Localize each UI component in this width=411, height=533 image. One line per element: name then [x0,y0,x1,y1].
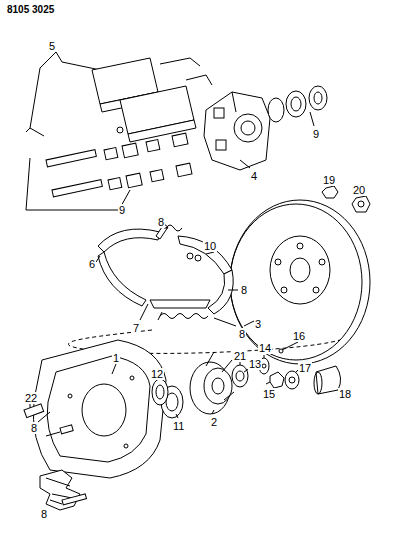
callout-number: 9 [312,128,320,140]
callout-number: 17 [298,362,312,374]
callout-number: 22 [24,392,38,404]
callout-number: 8 [30,422,38,434]
drawing-number: 8105 3025 [6,4,55,16]
callout-number: 13 [248,358,262,370]
callout-number: 10 [203,240,217,252]
callout-number: 8 [40,508,48,520]
callout-number: 14 [258,342,272,354]
callout-number: 15 [262,388,276,400]
callout-number: 18 [338,388,352,400]
callout-number: 8 [238,328,246,340]
callout-number: 8 [157,216,165,228]
callout-number: 4 [250,170,258,182]
callout-number: 19 [322,174,336,186]
callout-number: 5 [48,40,56,52]
callout-number: 1 [112,352,120,364]
callout-number: 21 [233,350,247,362]
callout-number: 6 [88,258,96,270]
callout-number: 11 [172,420,185,432]
callout-number: 9 [118,204,126,216]
callout-number: 12 [150,368,164,380]
callout-number: 7 [132,322,140,334]
callout-number: 8 [240,284,248,296]
callout-number: 3 [254,318,262,330]
callout-number: 16 [292,330,306,342]
callout-number: 2 [210,416,218,428]
callout-number: 20 [352,184,366,196]
